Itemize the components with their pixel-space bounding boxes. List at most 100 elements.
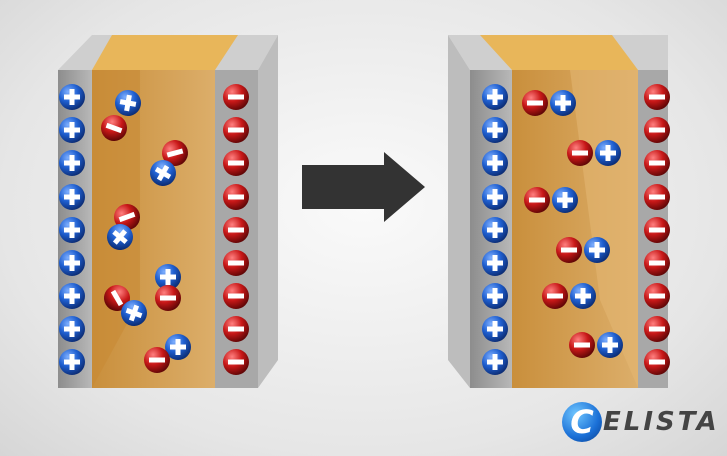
negative-ion <box>101 115 127 141</box>
negative-ion <box>223 117 249 143</box>
negative-ion <box>104 285 130 311</box>
positive-ion <box>584 237 610 263</box>
negative-ion <box>223 250 249 276</box>
negative-ion <box>223 184 249 210</box>
negative-ion <box>644 316 670 342</box>
minus-icon <box>649 94 665 100</box>
positive-ion <box>482 84 508 110</box>
negative-ion <box>569 332 595 358</box>
positive-ion <box>107 224 133 250</box>
negative-ion <box>524 187 550 213</box>
minus-icon <box>527 100 543 106</box>
logo-text: ELISTA <box>603 407 720 437</box>
positive-ion <box>155 264 181 290</box>
negative-ion <box>114 204 140 230</box>
minus-icon <box>228 194 244 200</box>
negative-ion <box>223 217 249 243</box>
negative-ion <box>556 237 582 263</box>
minus-icon <box>649 293 665 299</box>
side-face <box>448 35 470 388</box>
positive-ion <box>482 316 508 342</box>
negative-ion <box>155 285 181 311</box>
positive-ion <box>59 250 85 276</box>
negative-ion <box>162 140 188 166</box>
arrow-right-icon <box>302 152 425 222</box>
negative-ion <box>522 90 548 116</box>
minus-icon <box>649 194 665 200</box>
positive-ion <box>482 117 508 143</box>
minus-icon <box>149 357 165 363</box>
negative-ion <box>644 217 670 243</box>
positive-ion <box>59 84 85 110</box>
positive-ion <box>482 283 508 309</box>
positive-ion <box>595 140 621 166</box>
positive-ion <box>482 217 508 243</box>
positive-ion <box>59 283 85 309</box>
positive-ion <box>165 334 191 360</box>
negative-ion <box>644 283 670 309</box>
minus-icon <box>649 127 665 133</box>
minus-icon <box>649 227 665 233</box>
negative-ion <box>644 84 670 110</box>
negative-ion <box>567 140 593 166</box>
minus-icon <box>228 160 244 166</box>
positive-ion <box>59 316 85 342</box>
positive-ion <box>59 150 85 176</box>
minus-icon <box>228 227 244 233</box>
minus-icon <box>228 326 244 332</box>
ions <box>59 84 670 375</box>
negative-ion <box>644 150 670 176</box>
negative-ion <box>223 150 249 176</box>
minus-icon <box>574 342 590 348</box>
positive-ion <box>482 184 508 210</box>
minus-icon <box>649 359 665 365</box>
minus-icon <box>649 160 665 166</box>
positive-ion <box>59 217 85 243</box>
positive-ion <box>482 349 508 375</box>
minus-icon <box>118 211 136 223</box>
positive-ion <box>150 160 176 186</box>
side-face <box>258 35 278 388</box>
positive-ion <box>59 184 85 210</box>
minus-icon <box>228 293 244 299</box>
minus-icon <box>228 94 244 100</box>
negative-ion <box>223 283 249 309</box>
minus-icon <box>547 293 563 299</box>
minus-icon <box>228 260 244 266</box>
negative-ion <box>223 84 249 110</box>
minus-icon <box>649 260 665 266</box>
dielectric-top <box>480 35 638 70</box>
minus-icon <box>228 127 244 133</box>
positive-ion <box>115 90 141 116</box>
minus-icon <box>105 122 123 134</box>
negative-ion <box>644 349 670 375</box>
minus-icon <box>529 197 545 203</box>
positive-ion <box>597 332 623 358</box>
positive-ion <box>552 187 578 213</box>
capacitor-after <box>448 35 668 388</box>
dielectric-top <box>92 35 238 70</box>
positive-ion <box>121 300 147 326</box>
logo-initial: C <box>562 402 602 442</box>
positive-ion <box>482 150 508 176</box>
negative-ion <box>644 184 670 210</box>
negative-ion <box>542 283 568 309</box>
positive-ion <box>59 349 85 375</box>
negative-ion <box>223 316 249 342</box>
minus-icon <box>160 295 176 301</box>
positive-ion <box>482 250 508 276</box>
celista-logo: C ELISTA <box>562 400 720 444</box>
minus-icon <box>166 148 184 158</box>
negative-ion <box>144 347 170 373</box>
minus-icon <box>228 359 244 365</box>
positive-ion <box>550 90 576 116</box>
negative-ion <box>223 349 249 375</box>
minus-icon <box>561 247 577 253</box>
positive-ion <box>59 117 85 143</box>
minus-icon <box>572 150 588 156</box>
positive-ion <box>570 283 596 309</box>
minus-icon <box>649 326 665 332</box>
negative-ion <box>644 250 670 276</box>
minus-icon <box>110 289 124 307</box>
